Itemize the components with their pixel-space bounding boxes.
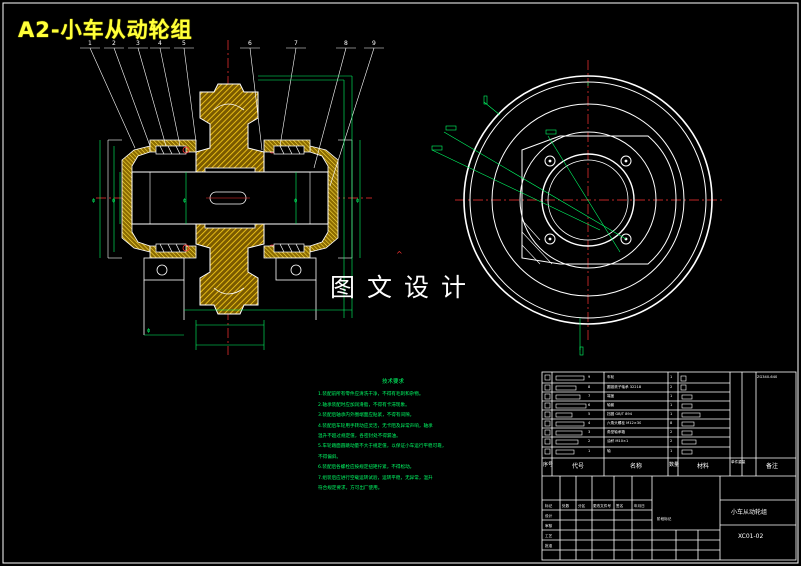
header-material: 材料 <box>697 463 710 470</box>
parts-row-name: 油杯 M10×1 <box>607 439 629 443</box>
requirement-line: 2.轴承装配时应加润滑脂，不得有卡滞现象。 <box>318 402 410 408</box>
role-label: 批准 <box>545 544 553 548</box>
parts-row-seq: 8 <box>588 385 591 389</box>
parts-row-name: 轴套 <box>607 403 615 407</box>
sign-label: 分区 <box>578 504 586 508</box>
sign-label: 处数 <box>562 504 570 508</box>
requirement-line: 5.车轮踏面圆跳动量不大于规定值，以保证小车运行平稳可靠， <box>318 444 447 450</box>
svg-text:^: ^ <box>396 250 403 259</box>
callout-8: 8 <box>344 40 348 47</box>
svg-text:ϕ: ϕ <box>183 198 187 204</box>
parts-row-qty: 2 <box>670 430 673 434</box>
header-weight: 单件重量 <box>731 460 746 464</box>
callout-1: 1 <box>88 40 92 47</box>
hub-bore <box>541 153 635 247</box>
callout-4: 4 <box>158 40 162 47</box>
stage-label: 阶段标记 <box>657 517 672 521</box>
header-qty: 数量 <box>669 462 680 468</box>
bolt-holes <box>544 155 632 245</box>
parts-row-seq: 6 <box>588 403 591 407</box>
technical-requirements-heading: 技术要求 <box>381 379 404 385</box>
role-label: 设计 <box>545 514 553 518</box>
requirement-line: 1.装配前所有零件应清洗干净，不得有毛刺和杂物。 <box>318 392 424 398</box>
parts-row-note: ZG340-640 <box>757 375 778 379</box>
parts-row-qty: 1 <box>670 403 673 407</box>
parts-row-seq: 2 <box>588 439 591 443</box>
wheel-side-view <box>431 60 725 356</box>
requirement-line: 3.装配后轴承内外圈端面应贴紧，不得有间隙。 <box>318 413 415 419</box>
left-mount-block <box>143 257 185 335</box>
section-view: ϕ ϕ ϕ ϕ ϕ ϕ ^ <box>80 40 403 355</box>
svg-text:ϕ: ϕ <box>112 198 116 204</box>
parts-row-seq: 4 <box>588 421 591 425</box>
parts-row-name: 挡圈 GB/T 894 <box>607 412 632 416</box>
drawing-number: XC01-02 <box>738 533 764 540</box>
header-seq: 序号 <box>543 462 554 468</box>
drawing-title: A2-小车从动轮组 <box>18 18 193 42</box>
sign-label: 标记 <box>545 504 553 508</box>
parts-row-seq: 3 <box>588 430 591 434</box>
callout-6: 6 <box>248 40 252 47</box>
parts-row-name: 圆锥滚子轴承 32218 <box>607 385 642 389</box>
requirement-line: 不得偏斜。 <box>318 454 341 460</box>
parts-row-qty: 1 <box>670 449 673 453</box>
parts-row-qty: 8 <box>670 421 673 425</box>
parts-row-name: 六角头螺栓 M12×30 <box>607 421 642 425</box>
parts-row-name: 角型轴承箱 <box>607 430 625 434</box>
parts-row-seq: 5 <box>588 412 591 416</box>
callout-5: 5 <box>182 40 186 47</box>
callout-9: 9 <box>372 40 376 47</box>
svg-text:ϕ: ϕ <box>294 198 298 204</box>
parts-row-name: 车轮 <box>607 375 615 379</box>
parts-row-qty: 2 <box>670 385 673 389</box>
role-label: 审核 <box>545 524 553 528</box>
callout-3: 3 <box>136 40 140 47</box>
role-label: 工艺 <box>545 534 553 538</box>
callout-7: 7 <box>294 40 298 47</box>
requirement-line: 4.装配后车轮用手转动应灵活，无卡阻及异常声响，轴承 <box>318 423 433 429</box>
drawing-name: 小车从动轮组 <box>731 509 768 516</box>
svg-text:ϕ: ϕ <box>356 198 360 204</box>
parts-row-seq: 7 <box>588 394 591 398</box>
sign-label: 更改文件号 <box>593 504 611 508</box>
parts-row-qty: 1 <box>670 412 673 416</box>
parts-row-qty: 1 <box>670 375 673 379</box>
title-block <box>541 371 797 561</box>
parts-row-seq: 1 <box>588 449 591 453</box>
requirement-line: 符合规定要求，方可出厂使用。 <box>318 486 383 492</box>
parts-row-seq: 9 <box>588 375 591 379</box>
requirement-line: 温升不超过规定值，各密封处不得漏油。 <box>318 434 401 440</box>
requirement-line: 7.组装后应进行空载运转试验，运转平稳，无异常，温升 <box>318 475 433 481</box>
sign-label: 签名 <box>616 504 624 508</box>
svg-text:ϕ: ϕ <box>147 328 151 334</box>
header-name: 名称 <box>630 463 643 470</box>
parts-row-qty: 2 <box>670 439 673 443</box>
right-mount-block <box>275 257 317 320</box>
header-note: 备注 <box>766 463 779 470</box>
watermark-text: 图文设计 <box>330 273 479 302</box>
sign-label: 年月日 <box>634 504 645 508</box>
parts-row-name: 轴 <box>607 449 611 453</box>
callout-2: 2 <box>112 40 116 47</box>
technical-requirements: 技术要求 1.装配前所有零件应清洗干净，不得有毛刺和杂物。 2.轴承装配时应加润… <box>318 377 458 494</box>
requirement-line: 6.装配后各螺栓应按规定扭矩拧紧，不得松动。 <box>318 465 415 471</box>
svg-text:ϕ: ϕ <box>92 198 96 204</box>
header-code: 代号 <box>572 463 585 470</box>
parts-row-qty: 1 <box>670 394 673 398</box>
parts-row-name: 端盖 <box>607 394 615 398</box>
